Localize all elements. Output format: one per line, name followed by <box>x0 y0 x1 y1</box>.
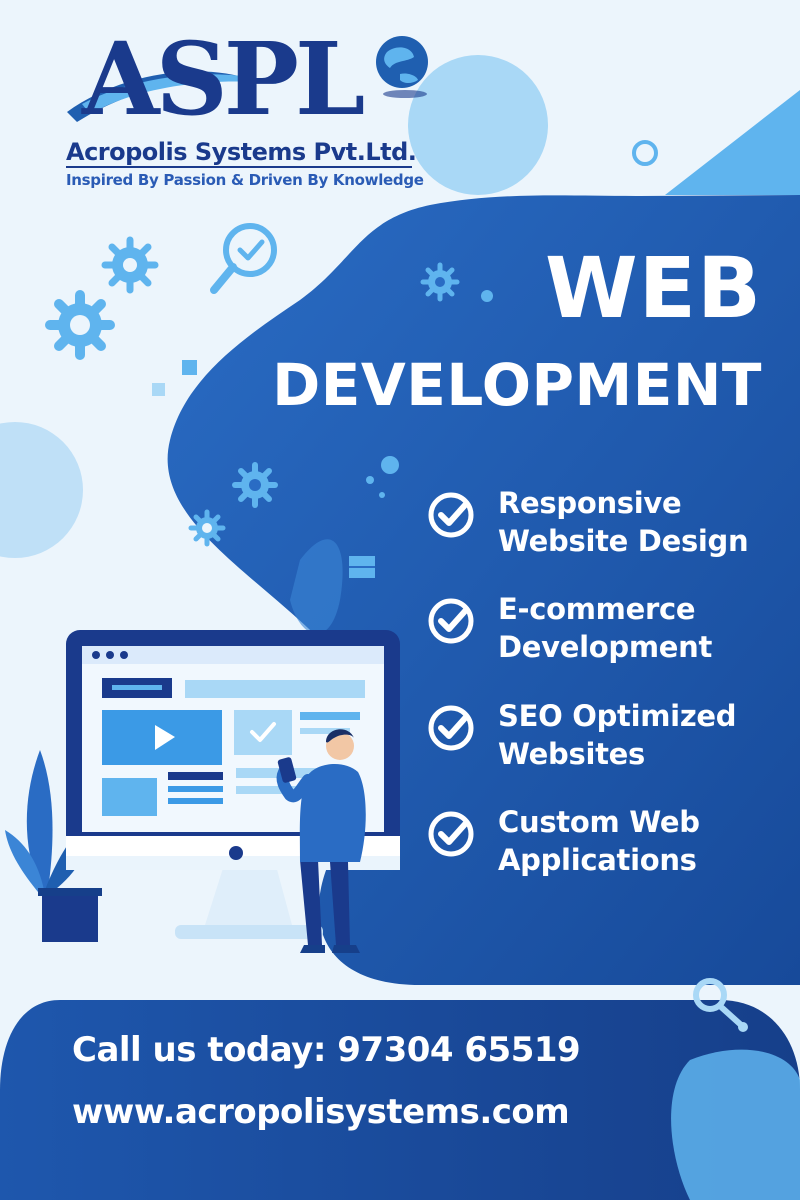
gear-icon <box>188 509 226 547</box>
magnifier-check-icon <box>210 223 277 294</box>
dot-decor <box>481 290 493 302</box>
check-circle-icon <box>428 705 474 751</box>
logo: ASPL <box>67 22 428 138</box>
square-decor <box>152 383 165 396</box>
check-circle-icon <box>428 598 474 644</box>
phone-icon <box>277 757 297 783</box>
service-label-line-2: Applications <box>498 843 697 877</box>
circle-decor-left <box>0 422 83 558</box>
square-decor <box>182 360 197 375</box>
gear-icon <box>232 462 278 508</box>
main-blob <box>167 195 800 985</box>
gear-icon <box>101 236 159 294</box>
divider <box>66 166 412 168</box>
service-label-line-1: E-commerce <box>498 592 696 626</box>
dot-decor <box>381 456 399 474</box>
gear-icon <box>45 290 115 360</box>
dot-decor <box>379 492 385 498</box>
service-label-line-1: Custom Web <box>498 805 700 839</box>
service-label-line-2: Website Design <box>498 524 749 558</box>
service-label-line-2: Development <box>498 630 713 664</box>
circle-decor <box>408 55 548 195</box>
footer-bar <box>0 1000 800 1200</box>
company-name: Acropolis Systems Pvt.Ltd. <box>66 138 417 166</box>
check-circle-icon <box>428 492 474 538</box>
globe-icon <box>376 36 428 98</box>
service-label-line-1: SEO Optimized <box>498 699 737 733</box>
corner-shape <box>665 90 800 195</box>
service-label-line-1: Responsive <box>498 486 682 520</box>
corner-blob-bottom <box>671 1049 800 1200</box>
contact-phone: Call us today: 97304 65519 <box>72 1030 581 1070</box>
logo-letters: ASPL <box>81 22 364 138</box>
dot-decor <box>366 476 374 484</box>
illustration <box>5 630 400 953</box>
check-circle-icon <box>428 811 474 857</box>
person-icon <box>276 729 366 953</box>
key-icon <box>693 978 748 1032</box>
ring-decor <box>632 140 658 166</box>
tagline: Inspired By Passion & Driven By Knowledg… <box>66 171 424 189</box>
play-icon <box>155 725 175 750</box>
headline-line-2: DEVELOPMENT <box>272 351 762 419</box>
service-label-line-2: Websites <box>498 737 645 771</box>
wave-accent <box>290 539 343 634</box>
gear-icon <box>420 262 460 302</box>
contact-website[interactable]: www.acropolisystems.com <box>72 1092 570 1132</box>
headline-line-1: WEB <box>544 239 762 337</box>
